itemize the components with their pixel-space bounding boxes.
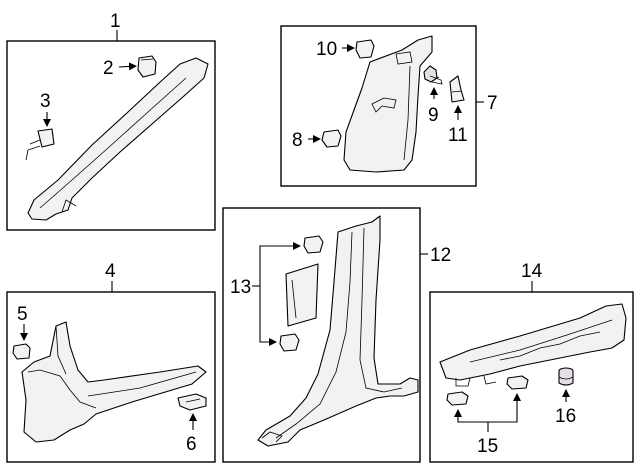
screw-part-9 — [423, 65, 443, 85]
rocker-trim — [21, 321, 207, 443]
clip-part-5 — [12, 343, 31, 360]
a-pillar-trim-edge — [39, 77, 187, 209]
callout-7: 7 — [487, 93, 498, 114]
callout-9: 9 — [428, 105, 439, 126]
callout-12: 12 — [430, 245, 451, 266]
leader-15-right — [488, 393, 521, 423]
callout-15: 15 — [477, 436, 498, 457]
panel-1-a-pillar-group: 1 2 3 — [6, 11, 216, 231]
panel-14-sill-plate-group: 14 15 16 — [429, 261, 634, 463]
clip-part-13-upper — [303, 235, 324, 254]
center-pillar-trim — [257, 215, 419, 447]
callout-14: 14 — [521, 261, 543, 282]
center-pillar-inner-edge — [359, 227, 403, 393]
panel-4-frame — [6, 291, 216, 463]
b-pillar-upper-edge — [403, 65, 411, 161]
b-pillar-upper-handle — [371, 97, 397, 113]
callout-5: 5 — [17, 304, 28, 325]
pillar-cover-piece-edge — [291, 279, 297, 319]
panel-12-frame — [222, 207, 421, 463]
center-pillar-foot-tab — [261, 431, 283, 443]
b-pillar-upper-trim — [343, 35, 433, 173]
callout-2: 2 — [103, 58, 114, 79]
callout-6: 6 — [186, 434, 197, 455]
rocker-trim-upper-edge — [55, 325, 67, 375]
panel-7-b-pillar-upper-group: 7 10 8 9 11 — [280, 25, 498, 187]
leader-15-left — [454, 409, 488, 423]
leader-13-upper — [259, 242, 301, 286]
callout-11: 11 — [448, 125, 468, 146]
clip-part-13-lower — [279, 333, 300, 352]
clip-part-2 — [137, 55, 157, 78]
clip-part-10 — [355, 39, 375, 59]
sill-plate-tabs — [455, 375, 497, 387]
b-pillar-upper-window — [395, 51, 413, 65]
leader-2 — [118, 62, 137, 71]
callout-8: 8 — [292, 130, 303, 151]
panel-7-frame — [280, 25, 477, 187]
a-pillar-trim-tab — [61, 199, 77, 213]
sill-plate-ribs — [499, 331, 601, 361]
callout-4: 4 — [105, 261, 116, 282]
sill-plate-edge — [469, 319, 613, 363]
clip-part-8 — [321, 129, 342, 148]
sill-plate — [439, 303, 627, 381]
clip-part-15-left — [446, 391, 469, 406]
callout-13: 13 — [230, 277, 251, 298]
panel-1-frame — [6, 40, 216, 231]
clip-part-6 — [177, 393, 207, 411]
panel-4-rocker-group: 4 5 6 — [6, 261, 216, 463]
callout-16: 16 — [555, 406, 576, 427]
clip-part-3 — [25, 128, 55, 161]
leader-13-lower — [259, 286, 277, 346]
center-pillar-edge — [275, 231, 353, 439]
callout-10: 10 — [316, 39, 337, 60]
grommet-part-16 — [558, 367, 574, 386]
rocker-trim-edge — [27, 369, 97, 409]
callout-1: 1 — [110, 11, 121, 32]
panel-12-center-pillar-group: 12 13 — [222, 207, 451, 463]
clip-part-11 — [449, 75, 465, 103]
callout-3: 3 — [40, 91, 51, 112]
rocker-trim-sill-edge — [87, 371, 197, 397]
pillar-cover-piece — [285, 263, 319, 327]
clip-part-15-right — [506, 375, 529, 390]
